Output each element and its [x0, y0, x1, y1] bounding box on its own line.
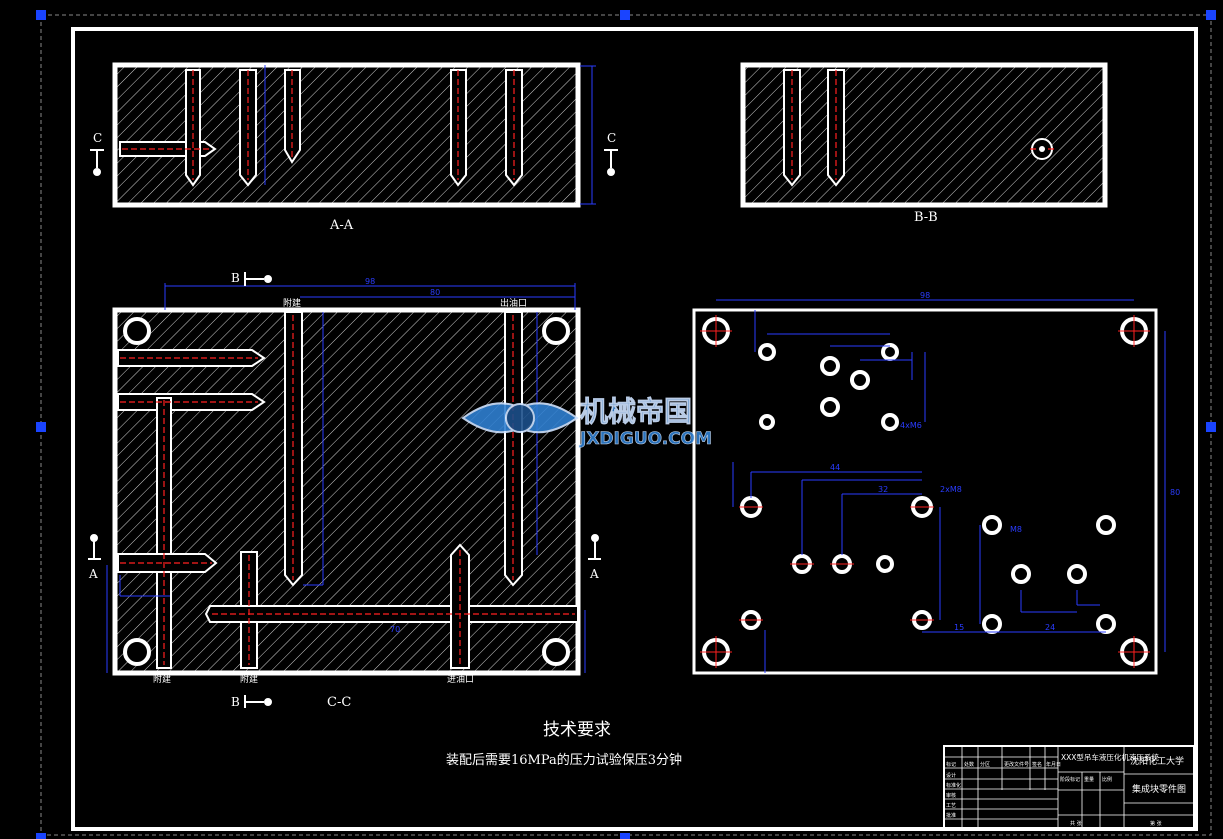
port-label-bottom-left: 附建: [153, 673, 171, 685]
port-label-top-right: 出油口: [500, 297, 527, 309]
section-aa-view: A-A C C: [90, 62, 618, 233]
svg-text:24: 24: [1045, 623, 1055, 632]
title-block-cell: 分区: [980, 761, 990, 768]
grip-bottom-left[interactable]: [36, 833, 46, 839]
port-label-bottom-right: 进油口: [447, 673, 474, 685]
title-block-cell: 标准化: [946, 782, 961, 789]
port-label-bottom-mid: 附建: [240, 673, 258, 685]
cut-mark-c-left: C: [93, 131, 102, 145]
title-block-cell: 设计: [946, 772, 956, 779]
title-block-cell: 阶段标记: [1060, 776, 1080, 783]
grip-mid-right[interactable]: [1206, 422, 1216, 432]
title-block-cell: 工艺: [946, 803, 956, 809]
watermark-logo: 机械帝国 JXDIGUO.COM: [461, 395, 712, 449]
cut-mark-b-top: B: [231, 271, 240, 285]
svg-text:98: 98: [920, 291, 930, 300]
grip-top-left[interactable]: [36, 10, 46, 20]
grip-top-mid[interactable]: [620, 10, 630, 20]
top-plan-view: 98 80 44 32 2xM8 4xM6 M8 15 24: [692, 291, 1180, 675]
grip-bottom-mid[interactable]: [620, 833, 630, 839]
svg-text:15: 15: [954, 623, 964, 632]
cut-mark-a-left: A: [88, 567, 98, 581]
svg-text:80: 80: [430, 288, 440, 297]
section-bb-label: B-B: [914, 210, 938, 225]
title-block-cell: 签名: [1032, 761, 1042, 768]
section-aa-label: A-A: [329, 218, 354, 233]
title-block: XXX型吊车液压化机液压系统 沈阳化工大学 集成块零件图 标记 处数分区 更改文件号…: [943, 745, 1195, 829]
tech-requirements-title: 技术要求: [543, 720, 611, 740]
section-cc-label: C-C: [327, 695, 351, 710]
watermark-en: JXDIGUO.COM: [579, 429, 712, 449]
title-block-project: XXX型吊车液压化机液压系统: [1061, 752, 1159, 762]
title-block-cell: 年月日: [1046, 761, 1061, 768]
svg-text:32: 32: [878, 485, 888, 494]
title-block-drawing-name: 集成块零件图: [1132, 783, 1186, 795]
selection-grips[interactable]: [36, 10, 1216, 839]
svg-text:44: 44: [830, 463, 840, 472]
section-cc-view: 98 80 70 附建 出油口 附建 附建 进油口 B B A A C-C: [88, 271, 601, 710]
drawing-frame: [71, 27, 1198, 831]
svg-text:M8: M8: [1010, 525, 1022, 534]
watermark-cn: 机械帝国: [580, 395, 692, 428]
cut-mark-c-right: C: [607, 131, 616, 145]
title-block-small-cells: 标记 处数分区 更改文件号签名年月日设计标准化审核工艺批准 阶段标记重量 比例共 张 第 …: [946, 761, 1162, 827]
svg-text:70: 70: [390, 625, 400, 634]
title-block-cell: 审核: [946, 792, 956, 799]
tech-requirements-text: 装配后需要16MPa的压力试验保压3分钟: [446, 752, 682, 768]
grip-top-right[interactable]: [1206, 10, 1216, 20]
svg-text:2xM8: 2xM8: [940, 485, 962, 494]
title-block-cell: 比例: [1102, 776, 1112, 783]
title-block-cell: 标记: [946, 761, 956, 768]
svg-text:80: 80: [1170, 488, 1180, 497]
svg-text:4xM6: 4xM6: [900, 421, 922, 430]
svg-text:98: 98: [365, 277, 375, 286]
title-block-cell: 共 张: [1070, 820, 1082, 827]
cut-mark-b-bottom: B: [231, 695, 240, 709]
title-block-cell: 处数: [964, 761, 974, 768]
grip-mid-left[interactable]: [36, 422, 46, 432]
title-block-cell: 批准: [946, 812, 956, 819]
cut-mark-a-right: A: [589, 567, 599, 581]
title-block-cell: 重量: [1084, 776, 1094, 783]
title-block-school: 沈阳化工大学: [1130, 755, 1184, 767]
section-bb-view: B-B: [740, 62, 1108, 225]
title-block-cell: 第 张: [1150, 820, 1162, 827]
title-block-cell: 更改文件号: [1004, 761, 1029, 768]
port-label-top-left: 附建: [283, 297, 301, 309]
